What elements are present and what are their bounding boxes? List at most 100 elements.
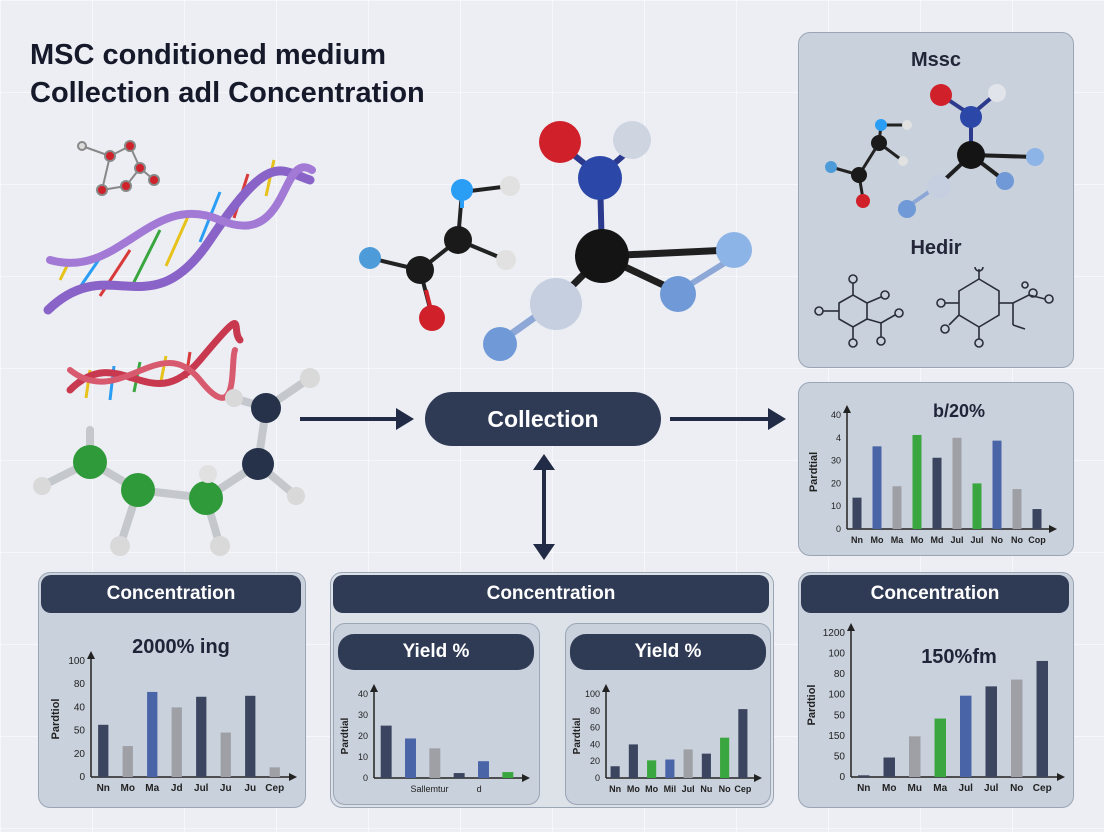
x-tick-label: Nn [609, 784, 621, 794]
chart-bar [985, 686, 997, 777]
x-tick-label: No [1011, 535, 1023, 545]
chart-bar [220, 732, 231, 777]
chart-title: 150%fm [921, 646, 997, 668]
x-tick-label: Mo [871, 535, 884, 545]
y-tick-label: 50 [834, 710, 846, 721]
chart-bar [196, 696, 207, 777]
y-tick-label: 30 [358, 710, 368, 720]
chart-bar [429, 748, 441, 778]
chart-bar [502, 772, 514, 778]
x-tick-label: Mo [627, 784, 640, 794]
panel-label-hedir: Hedir [910, 237, 962, 259]
chart-bar [872, 446, 882, 529]
y-tick-label: 20 [831, 478, 841, 488]
x-axis-arrow [1057, 773, 1065, 781]
yield-header-right: Yield % [570, 634, 766, 670]
dna-helix-icon [33, 140, 320, 556]
chart-bar [478, 761, 489, 778]
x-tick-label: No [719, 784, 731, 794]
chart-bar [665, 759, 675, 778]
x-axis-arrow [522, 774, 530, 782]
concentration-header-left: Concentration [41, 575, 301, 613]
chart-bar [405, 738, 416, 778]
x-tick-label: d [477, 784, 482, 794]
x-tick-label: Jul [970, 535, 983, 545]
page-title: MSC conditioned medium Collection adl Co… [30, 36, 425, 112]
x-tick-label: Mu [908, 783, 922, 794]
x-tick-label: Mo [645, 784, 658, 794]
x-tick-label: Cep [265, 783, 284, 794]
chart-bar [171, 707, 182, 777]
y-tick-label: 0 [839, 772, 845, 783]
y-tick-label: 4 [836, 433, 841, 443]
chart-bar [852, 497, 862, 529]
x-tick-label: Mo [911, 535, 924, 545]
x-tick-label: Mil [664, 784, 677, 794]
x-tick-label: Ma [145, 783, 159, 794]
chart-bar [610, 766, 620, 778]
chart-bar [701, 753, 711, 778]
y-tick-label: 0 [595, 773, 600, 783]
y-tick-label: 100 [828, 690, 845, 701]
title-line-2: Collection adl Concentration [30, 77, 425, 109]
y-tick-label: 0 [363, 773, 368, 783]
y-axis-arrow [370, 684, 378, 692]
y-axis-arrow [602, 684, 610, 692]
chart-bar [628, 744, 638, 778]
x-tick-label: Cep [1033, 783, 1052, 794]
y-tick-label: 40 [831, 410, 841, 420]
x-tick-label: Jul [959, 783, 974, 794]
panel-label-mssc: Mssc [910, 49, 962, 71]
y-tick-label: 20 [590, 756, 600, 766]
y-tick-label: 100 [585, 689, 600, 699]
y-axis-label: Pardtial [572, 717, 583, 754]
molecule-icon [77, 140, 160, 196]
y-tick-label: 50 [74, 726, 86, 737]
x-tick-label: Ju [220, 783, 232, 794]
chart-bar [720, 737, 730, 778]
y-axis-arrow [87, 651, 95, 659]
y-axis-arrow [843, 405, 851, 413]
y-tick-label: 40 [358, 689, 368, 699]
y-axis-label: Pardtiol [50, 699, 62, 740]
x-axis-arrow [289, 773, 297, 781]
x-tick-label: Md [931, 535, 944, 545]
chart-bar [932, 457, 942, 529]
x-tick-label: No [991, 535, 1003, 545]
x-axis-arrow [754, 774, 762, 782]
chart-bar [960, 695, 972, 777]
y-axis-label: Pardtiol [806, 685, 818, 726]
y-axis-arrow [847, 623, 855, 631]
chemical-ring-icon [814, 267, 1054, 348]
chart-bar [147, 691, 158, 777]
y-tick-label: 80 [834, 669, 846, 680]
y-tick-label: 80 [590, 706, 600, 716]
concentration-header-right: Concentration [801, 575, 1069, 613]
reference-panel: Mssc Hedir [798, 32, 1074, 368]
x-tick-label: Nn [97, 783, 110, 794]
chart-bar [909, 736, 921, 777]
y-tick-label: 40 [590, 739, 600, 749]
y-tick-label: 100 [828, 649, 845, 660]
chart-bar [1036, 660, 1048, 777]
y-axis-label: Pardtial [808, 452, 820, 492]
yield-header-left: Yield % [338, 634, 534, 670]
collection-node[interactable]: Collection [425, 392, 661, 446]
chart-bar [738, 709, 748, 778]
chart-bar [1011, 679, 1023, 777]
arrow-updown-icon [533, 454, 555, 560]
y-tick-label: 20 [74, 749, 86, 760]
chart-bar [453, 773, 465, 778]
x-tick-label: Jul [682, 784, 695, 794]
molecule-icon [825, 84, 1044, 218]
arrow-right-icon [300, 408, 414, 430]
x-tick-label: Jul [950, 535, 963, 545]
chart-bar [1032, 509, 1042, 529]
